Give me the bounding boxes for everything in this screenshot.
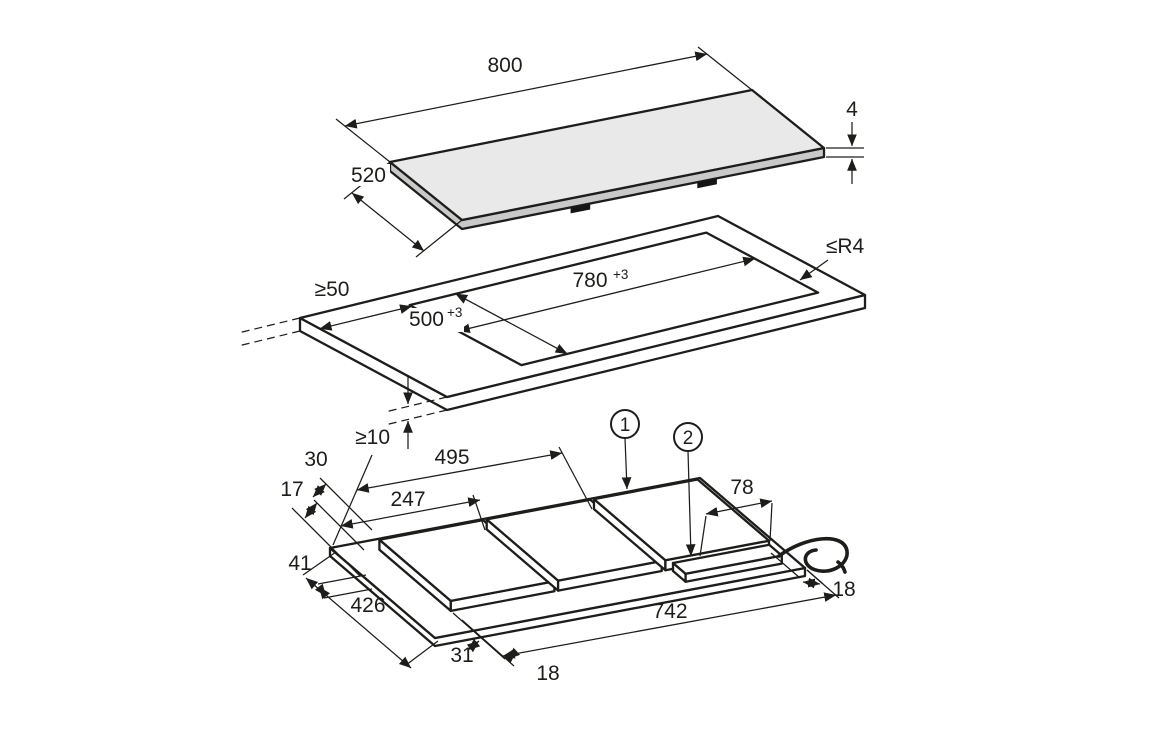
dim-18-front-label: 18: [536, 662, 559, 685]
dim-800-label: 800: [487, 54, 522, 77]
dim-min-clearance-label: ≥50: [315, 278, 350, 301]
dim-corner-radius-label: ≤R4: [826, 235, 865, 258]
dim-4-label: 4: [846, 98, 858, 121]
dim-495-label: 495: [434, 446, 469, 469]
underside-view: 1 2 495 247 30 17 41 426 31 18 742 78 18: [280, 409, 856, 685]
glass-panel-top-view: 800 520 4: [335, 46, 864, 258]
top-view-dimension-lines: [335, 46, 864, 258]
dim-500-tolerance-label: +3: [447, 305, 462, 320]
mounting-tab: [697, 178, 717, 189]
dim-426-label: 426: [350, 594, 385, 617]
dim-780-tolerance-label: +3: [613, 267, 628, 282]
callout-1-label: 1: [620, 415, 631, 436]
generator-box-1: [378, 518, 556, 613]
mounting-tab: [570, 203, 591, 214]
dim-17-label: 17: [280, 478, 303, 501]
mains-cable: [777, 536, 849, 574]
dim-78-label: 78: [730, 476, 753, 499]
callout-1-badge: 1: [610, 409, 640, 439]
dim-247-label: 247: [390, 488, 425, 511]
dim-31-label: 31: [450, 644, 473, 667]
dim-500-label: 500: [409, 308, 444, 331]
callout-2-label: 2: [683, 428, 694, 449]
callout-2-badge: 2: [673, 422, 703, 452]
dim-41-label: 41: [288, 552, 311, 575]
worktop-cutout-view: 780 +3 500 +3 ≥50 ≤R4 ≥10: [237, 214, 867, 449]
dim-742-label: 742: [652, 600, 687, 623]
dim-min-thickness-label: ≥10: [355, 426, 390, 449]
cutout-dimension-lines: [319, 256, 829, 449]
generator-box-2: [485, 498, 663, 592]
worktop-continuation-dashes: [237, 317, 448, 426]
dim-18-right-label: 18: [832, 578, 855, 601]
dim-30-label: 30: [304, 448, 327, 471]
dim-780-label: 780: [572, 269, 607, 292]
underside-dimension-lines: [291, 437, 840, 669]
dim-520-label: 520: [351, 164, 386, 187]
